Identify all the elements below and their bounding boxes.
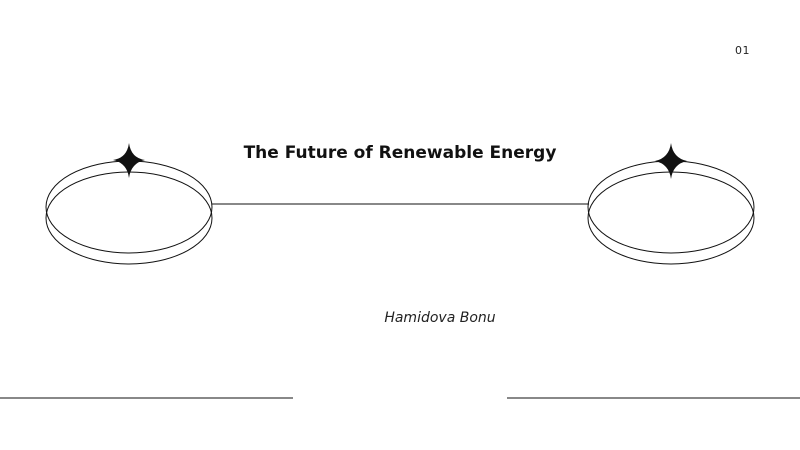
left-sparkle-star-icon <box>113 143 145 178</box>
author-name: Hamidova Bonu <box>384 310 496 326</box>
page-number: 01 <box>735 44 750 57</box>
slide-title: The Future of Renewable Energy <box>243 143 557 163</box>
right-sparkle-star-icon <box>655 143 687 179</box>
